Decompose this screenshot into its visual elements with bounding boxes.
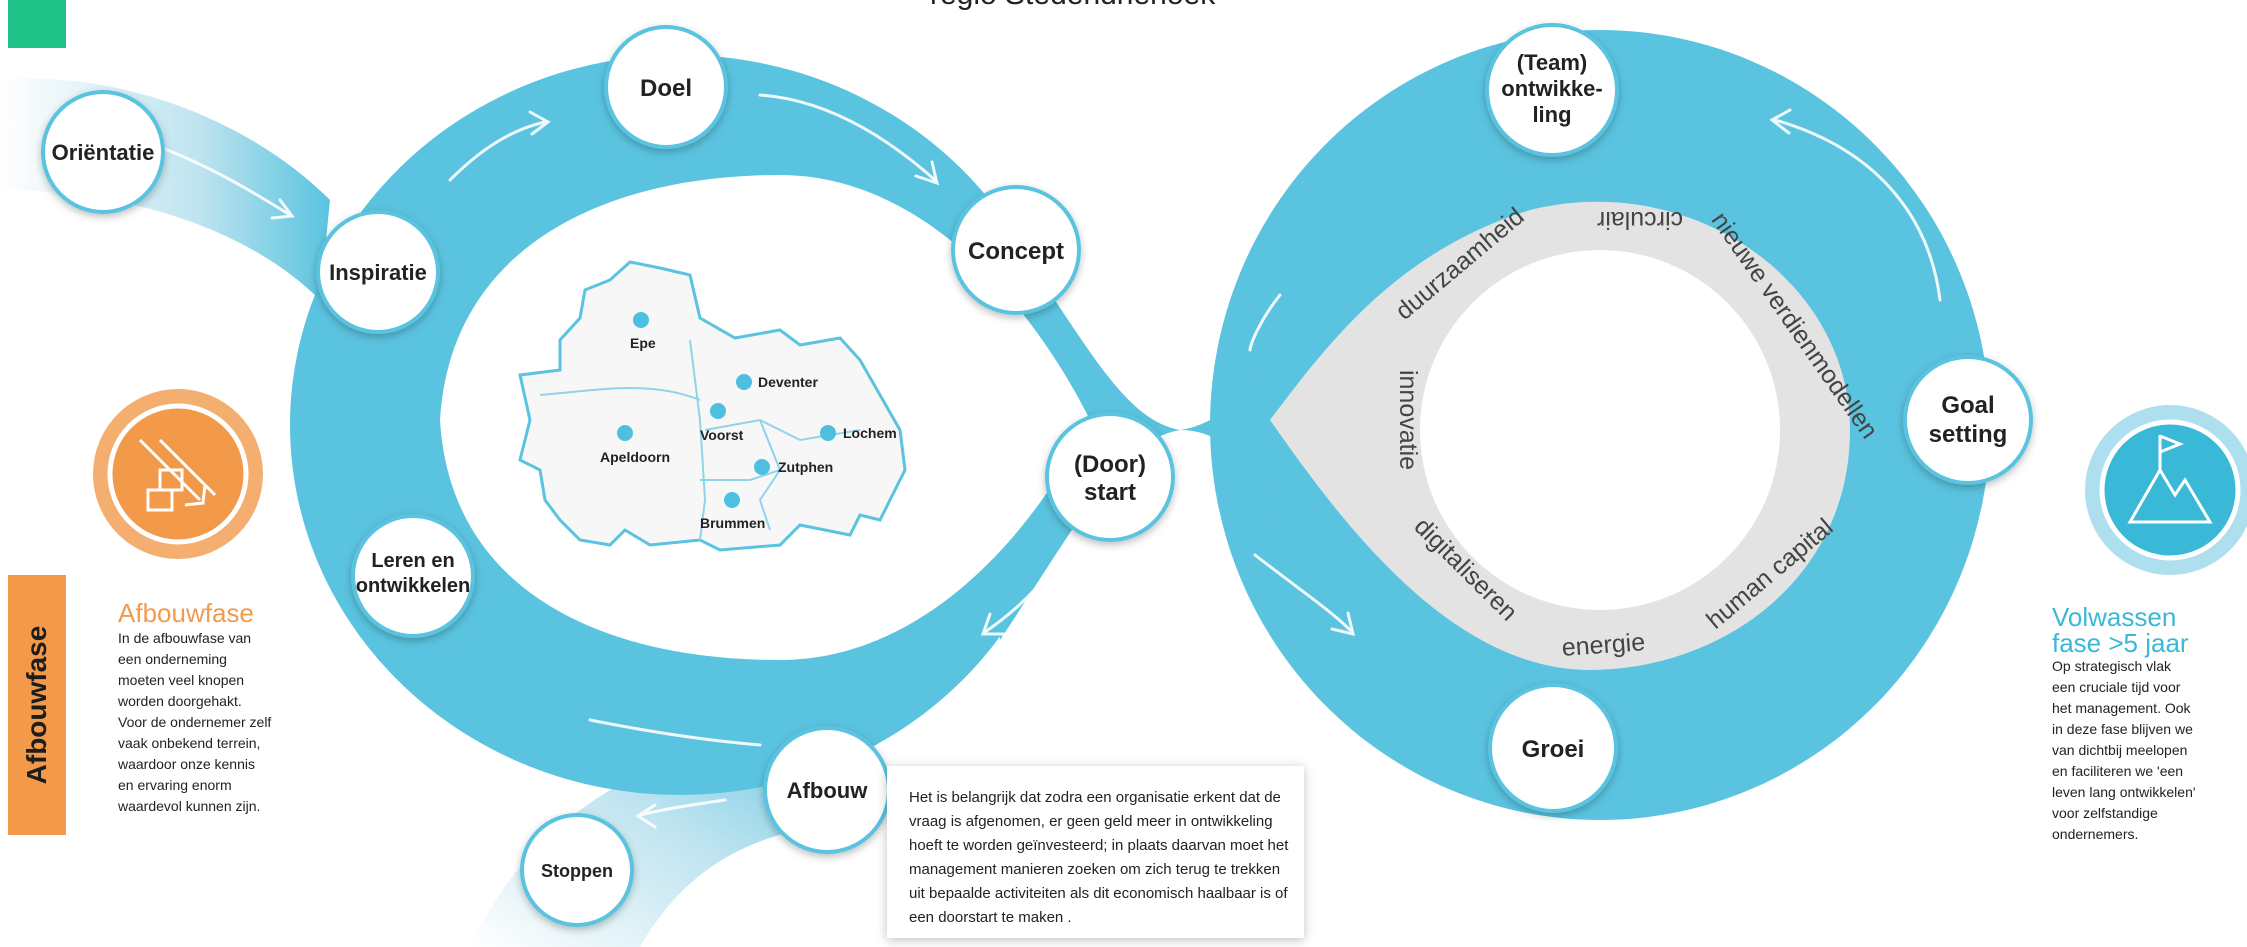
afbouwfase-line: Voor de ondernemer zelf: [118, 714, 272, 730]
svg-text:(Team): (Team): [1517, 50, 1588, 75]
svg-text:start: start: [1084, 479, 1136, 506]
volwassen-line: in deze fase blijven we: [2052, 721, 2193, 737]
afbouwfase-line: moeten veel knopen: [118, 672, 245, 688]
volwassen-description: Op strategisch vlak een cruciale tijd vo…: [2052, 656, 2242, 845]
town-dot: [736, 374, 752, 390]
afbouwfase-line: en ervaring enorm: [118, 777, 232, 793]
svg-text:(Door): (Door): [1074, 451, 1146, 478]
afbouwfase-line: vaak onbekend terrein,: [118, 735, 261, 751]
town-label: Brummen: [700, 515, 765, 531]
svg-text:Leren en: Leren en: [371, 550, 454, 572]
volwassen-title: Volwassen fase >5 jaar: [2052, 604, 2189, 656]
afbouwfase-line: waardoor onze kennis: [118, 756, 255, 772]
node-doorstart[interactable]: (Door) start: [1045, 412, 1175, 542]
svg-text:ontwikke-: ontwikke-: [1501, 76, 1602, 101]
afbouw-info-text: Het is belangrijk dat zodra een organisa…: [909, 789, 1289, 926]
node-orientatie[interactable]: Oriëntatie: [41, 90, 165, 214]
svg-text:Afbouw: Afbouw: [787, 778, 869, 803]
node-inspiratie[interactable]: Inspiratie: [316, 210, 440, 334]
volwassen-title-line: Volwassen: [2052, 602, 2177, 632]
afbouwfase-line: worden doorgehakt.: [118, 693, 242, 709]
volwassen-line: voor zelfstandige: [2052, 805, 2158, 821]
town-dot: [710, 403, 726, 419]
volwassen-line: Op strategisch vlak: [2052, 658, 2172, 674]
volwassen-line: ondernemers.: [2052, 826, 2139, 842]
svg-text:Groei: Groei: [1522, 736, 1585, 763]
volwassen-icon-badge: [2085, 405, 2247, 575]
volwassen-line: van dichtbij meelopen: [2052, 742, 2188, 758]
afbouwfase-description: In de afbouwfase van een onderneming moe…: [118, 628, 348, 817]
town-label: Deventer: [758, 374, 818, 390]
town-label: Voorst: [700, 427, 744, 443]
afbouwfase-side-tab[interactable]: Afbouwfase: [8, 575, 66, 835]
svg-text:Oriëntatie: Oriëntatie: [52, 140, 155, 165]
town-dot: [633, 312, 649, 328]
volwassen-line: leven lang ontwikkelen': [2052, 784, 2196, 800]
volwassen-line: het management. Ook: [2052, 700, 2191, 716]
afbouwfase-line: een onderneming: [118, 651, 227, 667]
town-dot: [820, 425, 836, 441]
svg-text:ling: ling: [1532, 102, 1571, 127]
volwassen-line: en faciliteren we 'een: [2052, 763, 2184, 779]
node-concept[interactable]: Concept: [951, 185, 1081, 315]
node-afbouw[interactable]: Afbouw: [763, 726, 891, 854]
node-team-ontwikkeling[interactable]: (Team) ontwikke- ling: [1485, 23, 1619, 157]
boxes-down-arrow-icon: [138, 438, 217, 512]
town-dot: [617, 425, 633, 441]
node-stoppen[interactable]: Stoppen: [520, 813, 634, 927]
town-label: Epe: [630, 335, 656, 351]
node-leren-en-ontwikkelen[interactable]: Leren en ontwikkelen: [351, 514, 475, 638]
afbouw-info-box: Het is belangrijk dat zodra een organisa…: [887, 766, 1304, 938]
flow-arrows: [138, 93, 1942, 829]
svg-text:ontwikkelen: ontwikkelen: [356, 575, 470, 597]
afbouwfase-line: In de afbouwfase van: [118, 630, 252, 646]
orientation-inflow-band: [0, 78, 330, 300]
ring-word-energie: energie: [1561, 628, 1646, 662]
svg-text:setting: setting: [1929, 421, 2008, 448]
node-goal-setting[interactable]: Goal setting: [1903, 355, 2033, 485]
svg-text:Stoppen: Stoppen: [541, 861, 613, 881]
town-dot: [724, 492, 740, 508]
afbouwfase-title: Afbouwfase: [118, 598, 254, 628]
svg-text:Doel: Doel: [640, 75, 692, 102]
ring-word-circulair: circulair: [1597, 206, 1683, 234]
side-tab-label: Afbouwfase: [21, 625, 52, 785]
node-doel[interactable]: Doel: [604, 25, 728, 149]
afbouw-icon-badge: [93, 389, 263, 559]
theme-ring-center: [1420, 250, 1780, 610]
volwassen-title-line: fase >5 jaar: [2052, 628, 2189, 658]
svg-text:Inspiratie: Inspiratie: [329, 260, 427, 285]
town-label: Lochem: [843, 425, 897, 441]
top-caption: regio Stedendriehoek: [930, 0, 1215, 12]
town-label: Zutphen: [778, 459, 833, 475]
ring-word-innovatie: innovatie: [1394, 370, 1422, 470]
afbouwfase-line: waardevol kunnen zijn.: [118, 798, 261, 814]
volwassen-line: een cruciale tijd voor: [2052, 679, 2181, 695]
svg-text:Concept: Concept: [968, 238, 1064, 265]
mountain-flag-icon: [2127, 434, 2213, 524]
node-groei[interactable]: Groei: [1488, 683, 1618, 813]
town-label: Apeldoorn: [600, 449, 670, 465]
svg-text:Goal: Goal: [1941, 392, 1994, 419]
corner-accent-mark: [8, 0, 66, 48]
town-dot: [754, 459, 770, 475]
